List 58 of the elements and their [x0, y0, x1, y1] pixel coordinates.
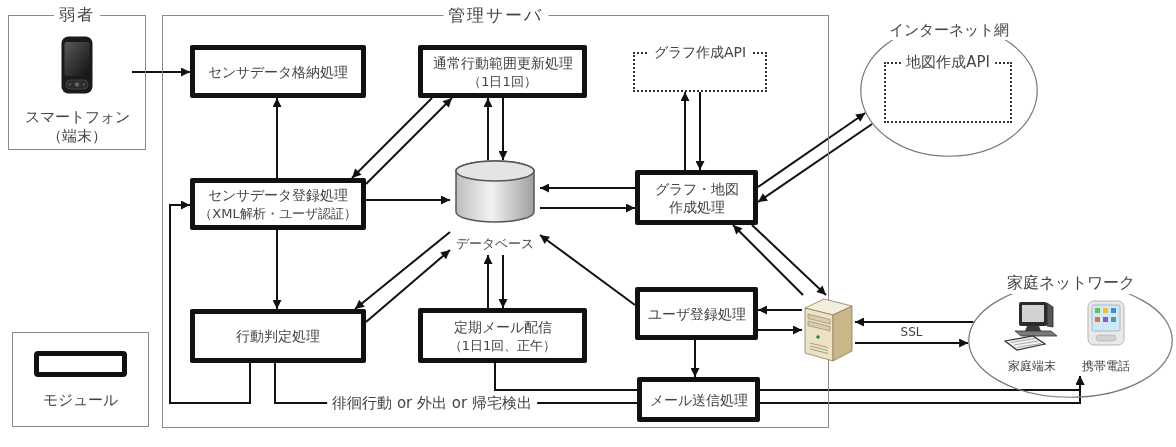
arrow [354, 231, 451, 310]
process-box [637, 377, 760, 422]
arrow [854, 317, 975, 327]
arrow [757, 305, 803, 315]
device-label: スマートフォン [24, 108, 130, 127]
arrow [498, 97, 508, 161]
process-name: メール送信処理 [649, 390, 748, 409]
arrow [757, 325, 803, 335]
group-title: 管理サーバ [443, 5, 548, 25]
process-name: グラフ・地図作成処理 [654, 179, 739, 216]
process-box [635, 170, 758, 225]
arrow [483, 254, 493, 309]
process-box [190, 45, 366, 98]
device-note: （端末） [47, 126, 107, 145]
process-note: （1日1回） [468, 72, 537, 90]
arrow [539, 183, 636, 193]
arrow [483, 97, 493, 161]
process-note: （1日1回、正午） [448, 336, 557, 354]
arrow [169, 200, 251, 404]
process-name: 行動判定処理 [236, 327, 320, 345]
device-label: 家庭端末 [1008, 358, 1056, 374]
arrow [351, 97, 433, 179]
process-box [190, 309, 366, 363]
arrow [272, 229, 282, 310]
process-name: センサデータ格納処理 [208, 62, 348, 81]
arrow [498, 254, 508, 309]
process-box [190, 178, 366, 230]
arrow [757, 112, 867, 188]
arrow [680, 91, 690, 171]
device-label: 携帯電話 [1082, 358, 1130, 374]
process-name: 通常行動範囲更新処理 [432, 53, 573, 72]
arrow [365, 195, 451, 205]
arrow [695, 91, 705, 171]
arrow [539, 203, 636, 213]
group-title: 弱者 [54, 6, 100, 24]
arrow [757, 123, 874, 203]
process-box [418, 45, 587, 98]
process-name: 定期メール配信 [453, 317, 552, 336]
database-label: データベース [456, 235, 534, 252]
server-icon [802, 295, 855, 363]
process-box [635, 287, 758, 340]
legend-label: モジュール [43, 390, 118, 409]
arrow [539, 234, 636, 306]
arrow [365, 97, 453, 185]
arrow [131, 67, 191, 77]
arrow [272, 97, 282, 179]
arrow [854, 338, 970, 348]
api-title: 地図作成API [901, 54, 995, 70]
process-name: センサデータ登録処理 [208, 186, 348, 204]
process-box [418, 308, 587, 363]
arrow [759, 375, 1085, 404]
arrow [751, 224, 827, 296]
process-name: ユーザ登録処理 [647, 304, 746, 323]
arrow [732, 224, 804, 296]
process-note: （XML解析・ユーザ認証） [199, 205, 357, 222]
arrow [690, 339, 700, 378]
arrow [365, 249, 451, 323]
api-title: グラフ作成API [648, 44, 752, 60]
